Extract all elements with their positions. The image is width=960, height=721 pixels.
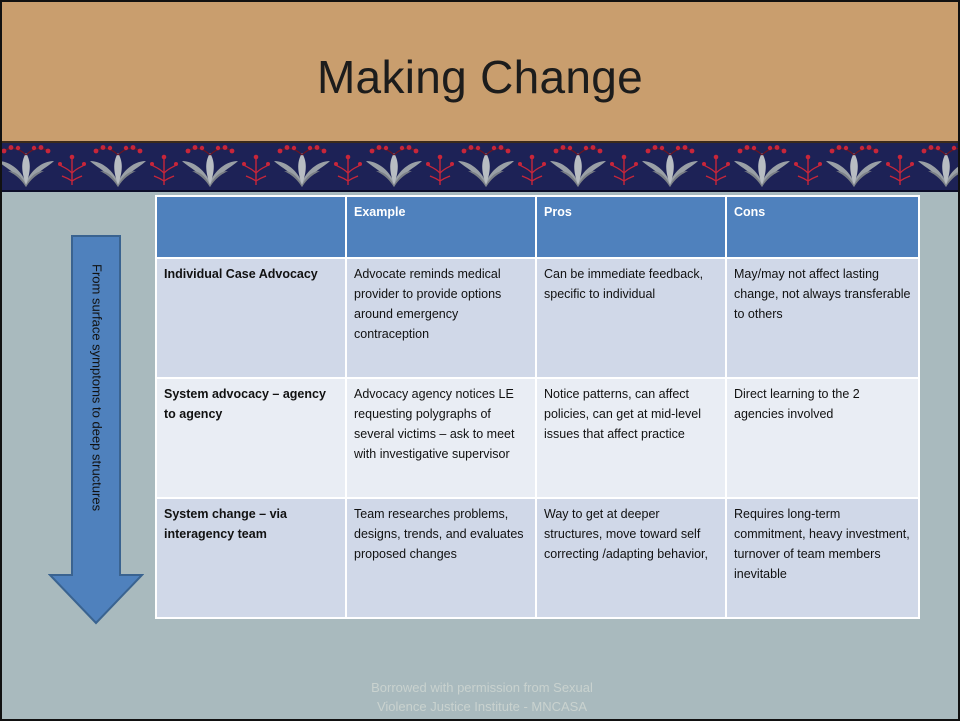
- decorative-floral-band: [2, 143, 958, 192]
- table-row: System change – via interagency team Tea…: [155, 497, 920, 619]
- example-cell: Advocacy agency notices LE requesting po…: [345, 377, 537, 499]
- example-cell: Team researches problems, designs, trend…: [345, 497, 537, 619]
- floral-band-graphic: [2, 144, 958, 188]
- row-label: System advocacy – agency to agency: [155, 377, 347, 499]
- table-row: Individual Case Advocacy Advocate remind…: [155, 257, 920, 379]
- comparison-table: Example Pros Cons Individual Case Advoca…: [155, 195, 920, 619]
- attribution-footer: Borrowed with permission from Sexual Vio…: [302, 678, 662, 716]
- down-arrow-shape: [48, 235, 144, 625]
- row-label: Individual Case Advocacy: [155, 257, 347, 379]
- title-bar: Making Change: [2, 2, 958, 143]
- pros-cell: Can be immediate feedback, specific to i…: [535, 257, 727, 379]
- footer-line-1: Borrowed with permission from Sexual: [371, 680, 593, 695]
- header-cell-empty: [155, 195, 347, 259]
- cons-cell: Direct learning to the 2 agencies involv…: [725, 377, 920, 499]
- footer-line-2: Violence Justice Institute - MNCASA: [376, 699, 587, 714]
- cons-cell: Requires long-term commitment, heavy inv…: [725, 497, 920, 619]
- arrow-label: From surface symptoms to deep structures: [89, 264, 105, 512]
- row-label: System change – via interagency team: [155, 497, 347, 619]
- header-cell-cons: Cons: [725, 195, 920, 259]
- cons-cell: May/may not affect lasting change, not a…: [725, 257, 920, 379]
- header-cell-example: Example: [345, 195, 537, 259]
- header-cell-pros: Pros: [535, 195, 727, 259]
- pros-cell: Way to get at deeper structures, move to…: [535, 497, 727, 619]
- pros-cell: Notice patterns, can affect policies, ca…: [535, 377, 727, 499]
- table-row: System advocacy – agency to agency Advoc…: [155, 377, 920, 499]
- table-header-row: Example Pros Cons: [155, 195, 920, 259]
- example-cell: Advocate reminds medical provider to pro…: [345, 257, 537, 379]
- slide-title: Making Change: [316, 51, 644, 103]
